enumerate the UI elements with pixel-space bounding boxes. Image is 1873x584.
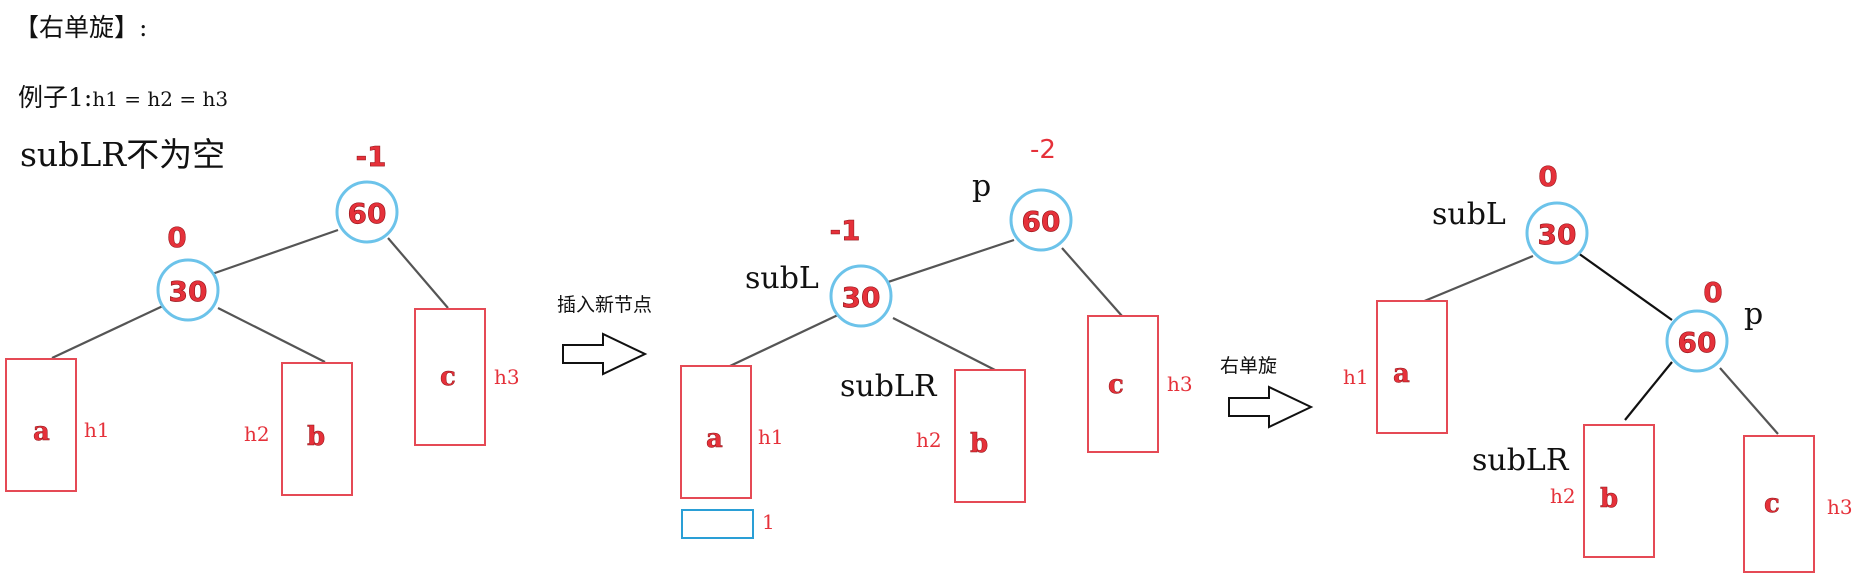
edge-30-a [51, 304, 166, 359]
subtree-b-box [281, 362, 353, 496]
node-30-balance-factor: -1 [829, 214, 860, 247]
subtree-b-label: b [307, 422, 325, 452]
example-condition: h1 = h2 = h3 [92, 87, 229, 111]
node-30-balance-factor: 0 [1538, 160, 1557, 193]
page-title: 【右单旋】: [14, 13, 148, 42]
step-rotate-label: 右单旋 [1220, 355, 1277, 377]
subtree-a-height: h1 [84, 418, 110, 442]
edge-60-c [1061, 247, 1123, 317]
tree-after-insert: a h1 1 b h2 subLR c h3 60 -2 p 30 -1 sub… [680, 135, 1193, 539]
example-heading: 例子1:h1 = h2 = h3 [18, 78, 228, 114]
subtree-b-height: h2 [916, 428, 942, 452]
subLR-pointer: subLR [1472, 443, 1570, 478]
right-arrow-icon [1228, 385, 1314, 429]
edge-30-b [217, 307, 326, 363]
subtree-c-height: h3 [494, 365, 520, 389]
edge-60-30 [887, 238, 1015, 284]
subtree-a-label: a [706, 424, 723, 454]
subtree-b-height: h2 [1550, 484, 1576, 508]
edge-60-c [387, 237, 449, 309]
tree-after-rotate: a h1 b h2 subLR c h3 30 0 subL 60 0 p [1343, 160, 1853, 573]
node-30 [156, 258, 220, 322]
new-node-height: 1 [762, 510, 775, 534]
node-60 [1009, 188, 1073, 252]
subtree-c-box [414, 308, 486, 446]
subtree-c-height: h3 [1167, 372, 1193, 396]
subtree-b-height: h2 [244, 422, 270, 446]
subtree-b-label: b [1600, 484, 1618, 514]
example-prefix: 例子1: [18, 83, 93, 112]
node-30-value: 30 [1538, 218, 1577, 251]
node-30-value: 30 [842, 281, 881, 314]
edge-60-c [1719, 367, 1779, 435]
subtree-c-height: h3 [1827, 495, 1853, 519]
node-60-value: 60 [348, 197, 387, 230]
node-60 [1665, 309, 1729, 373]
tree-before-insert: a h1 b h2 c h3 60 -1 30 0 [5, 140, 520, 496]
subL-pointer: subL [1432, 197, 1506, 232]
subtree-b-label: b [970, 429, 988, 459]
step-insert: 插入新节点 [557, 294, 652, 376]
node-30-value: 30 [169, 275, 208, 308]
p-pointer: p [1744, 297, 1763, 332]
node-60-value: 60 [1678, 326, 1717, 359]
node-60-balance-factor: 0 [1703, 276, 1722, 309]
subtree-a-label: a [33, 417, 50, 447]
right-arrow-icon [562, 332, 648, 376]
subtree-a-height: h1 [1343, 365, 1369, 389]
step-rotate: 右单旋 [1220, 355, 1314, 429]
edge-30-a [729, 313, 841, 367]
node-60-balance-factor: -2 [1030, 135, 1056, 165]
subtree-c-box [1087, 315, 1159, 453]
subtree-a-box [680, 365, 752, 499]
subtree-a-box [1376, 300, 1448, 434]
subL-pointer: subL [745, 261, 819, 296]
subtree-c-label: c [1108, 370, 1124, 400]
subtree-b-box [1583, 424, 1655, 558]
subtree-c-label: c [440, 362, 456, 392]
step-insert-label: 插入新节点 [557, 294, 652, 316]
subtree-a-label: a [1393, 359, 1410, 389]
node-60-balance-factor: -1 [355, 140, 386, 173]
node-30-balance-factor: 0 [167, 221, 186, 254]
subtree-c-label: c [1764, 489, 1780, 519]
edge-30-a [1421, 254, 1534, 304]
node-30 [1525, 201, 1589, 265]
edge-60-30 [211, 228, 339, 276]
subtree-a-box [5, 358, 77, 492]
node-60 [335, 180, 399, 244]
subLR-pointer: subLR [840, 369, 938, 404]
p-pointer: p [972, 169, 991, 204]
edge-60-b [1624, 361, 1673, 421]
node-60-value: 60 [1022, 205, 1061, 238]
subtree-a-height: h1 [758, 425, 784, 449]
case-subtitle: subLR不为空 [20, 135, 226, 174]
edge-30-b [892, 317, 996, 371]
subtree-c-box [1743, 435, 1815, 573]
node-30 [829, 264, 893, 328]
new-node-box [681, 509, 754, 539]
edge-30-60 [1577, 252, 1673, 321]
subtree-b-box [954, 369, 1026, 503]
